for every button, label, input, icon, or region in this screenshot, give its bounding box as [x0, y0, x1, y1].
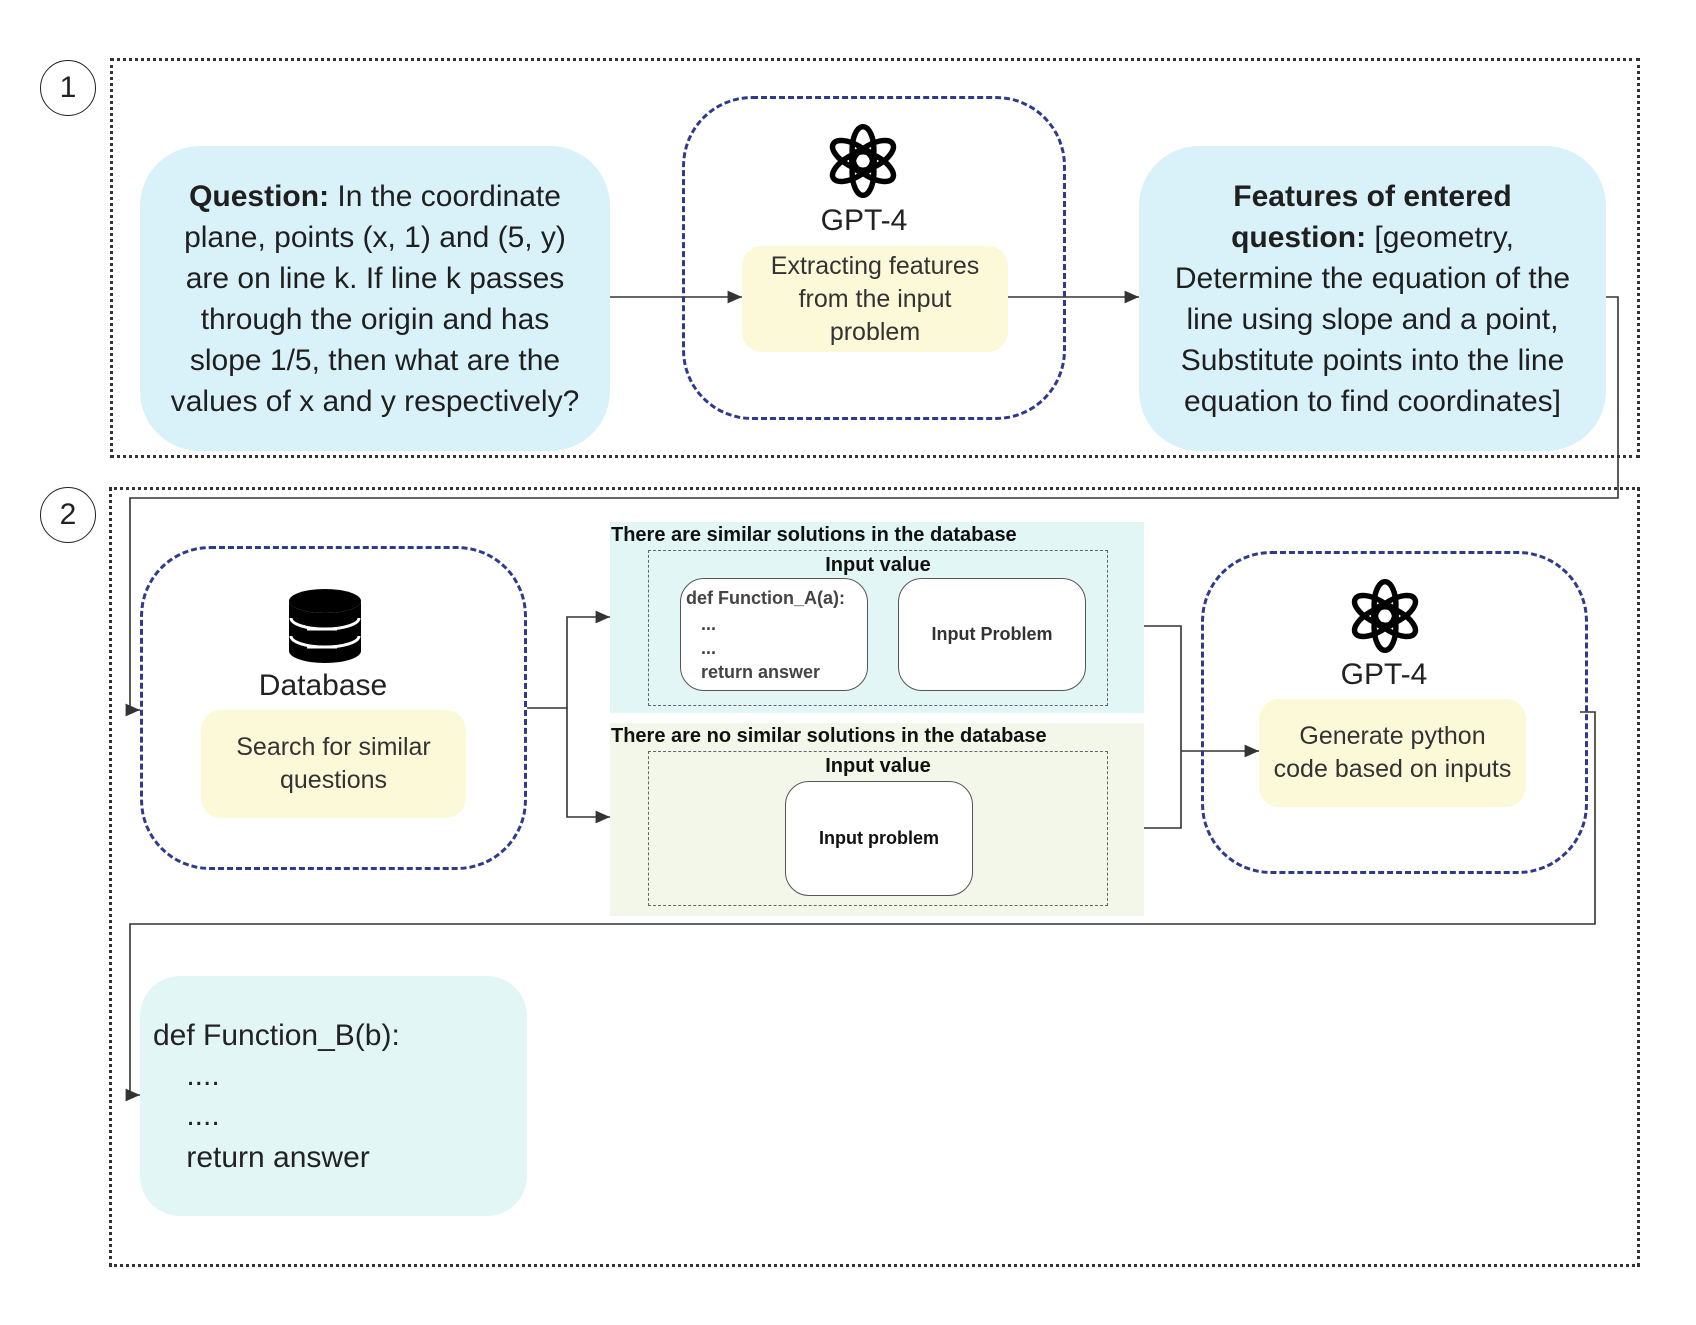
database-icon — [287, 588, 363, 664]
question-content: Question: In the coordinate plane, point… — [166, 176, 584, 422]
openai-logo-svg — [829, 123, 897, 199]
similar-code-line-2: ... — [686, 638, 717, 658]
nosimilar-input-value-label: Input value — [825, 755, 931, 777]
features-content: Features of entered question: [geometry,… — [1165, 176, 1580, 422]
question-label: Question: — [189, 179, 330, 213]
database-label: Database — [258, 669, 388, 702]
database-task: Search for similar questions — [201, 710, 466, 818]
database-icon-svg — [289, 589, 361, 663]
nosimilar-input-problem-text: Input problem — [819, 828, 939, 848]
step-2-marker: 2 — [40, 487, 96, 543]
step-1-marker: 1 — [40, 60, 96, 116]
openai-logo-icon — [824, 122, 902, 200]
features-text: [geometry, Determine the equation of the… — [1174, 220, 1571, 418]
similar-code-line-0: def Function_A(a): — [686, 588, 845, 608]
output-code-line-2: .... — [153, 1099, 220, 1132]
gpt-extract-task: Extracting features from the input probl… — [742, 246, 1008, 352]
similar-code-card — [680, 578, 868, 691]
output-code-line-1: .... — [153, 1059, 220, 1092]
question-text: In the coordinate plane, points (x, 1) a… — [170, 179, 580, 418]
similar-panel-title: There are similar solutions in the datab… — [611, 524, 1017, 546]
gpt-generate-task: Generate python code based on inputs — [1259, 699, 1526, 807]
output-code-box — [140, 976, 527, 1216]
features-box: Features of entered question: [geometry,… — [1139, 146, 1606, 451]
similar-input-problem-text: Input Problem — [931, 624, 1053, 644]
question-box: Question: In the coordinate plane, point… — [140, 146, 610, 451]
nosimilar-input-problem-card: Input problem — [785, 781, 973, 896]
gpt-generate-group — [1201, 551, 1588, 874]
similar-input-problem-card: Input Problem — [898, 578, 1086, 691]
similar-input-frame — [648, 550, 1108, 706]
openai-logo-svg-2 — [1351, 578, 1419, 654]
nosimilar-panel-title: There are no similar solutions in the da… — [611, 725, 1047, 747]
output-code-line-3: return answer — [153, 1141, 370, 1174]
nosimilar-input-frame — [648, 751, 1108, 906]
gpt-extract-group — [682, 96, 1066, 420]
similar-code-line-3: return answer — [686, 662, 821, 682]
gpt-generate-label: GPT-4 — [1340, 658, 1428, 691]
similar-input-value-label: Input value — [825, 554, 931, 576]
gpt-extract-label: GPT-4 — [820, 204, 908, 237]
features-label: Features of entered question: — [1231, 179, 1512, 254]
output-code-line-0: def Function_B(b): — [153, 1019, 400, 1052]
openai-logo-icon-2 — [1346, 577, 1424, 655]
database-group — [140, 546, 527, 870]
similar-code-line-1: ... — [686, 614, 717, 634]
